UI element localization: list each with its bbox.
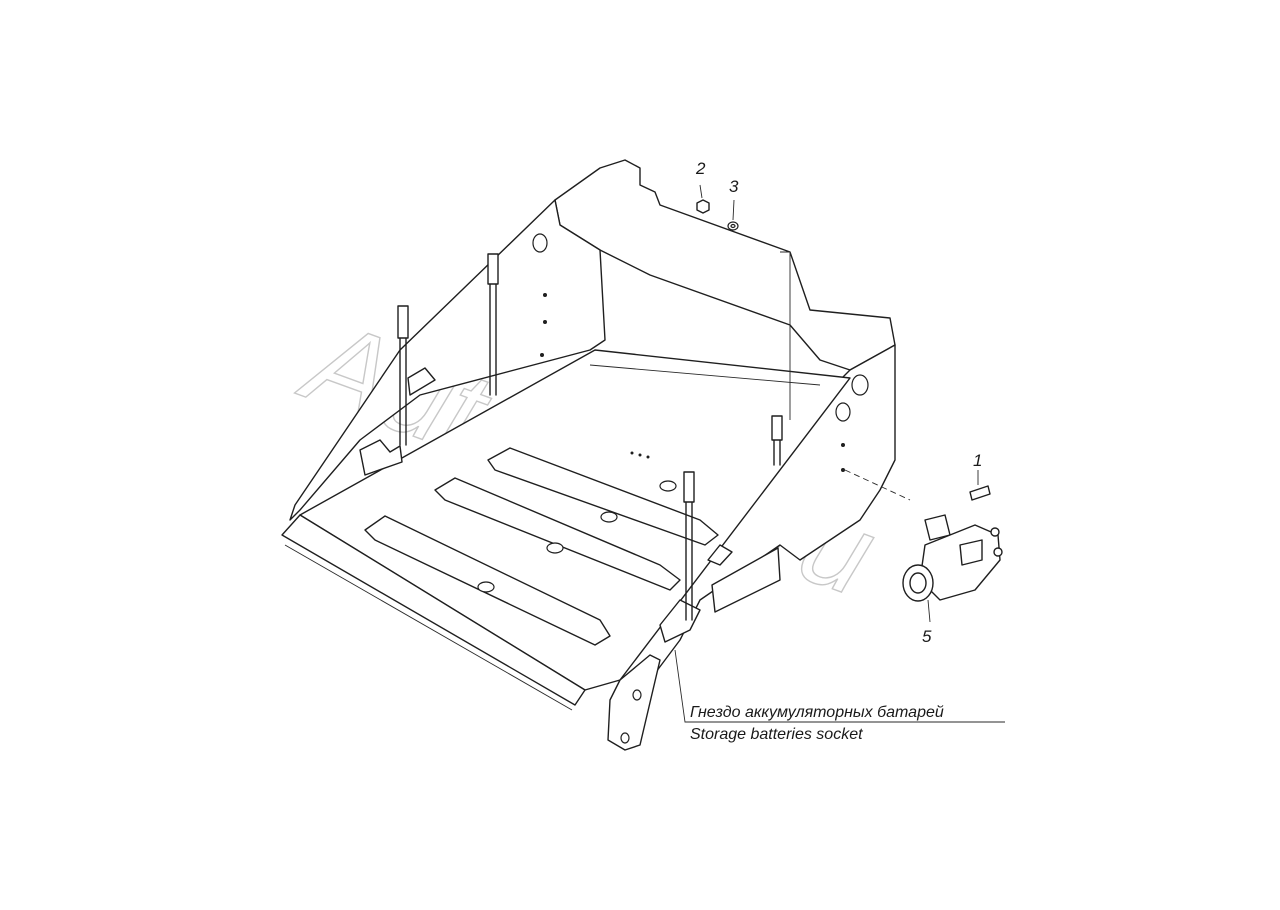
floor-hole	[659, 480, 677, 492]
front-lip-edge	[284, 544, 573, 711]
floor-recess-middle	[434, 477, 681, 591]
floor-recess-rear	[487, 447, 719, 546]
caption-english: Storage batteries socket	[690, 726, 863, 743]
rod-thread	[683, 471, 695, 503]
tray-back-ledge	[589, 364, 821, 386]
callout-leaders	[699, 184, 979, 485]
ground-switch	[844, 469, 1003, 623]
wall-pin-hole	[841, 443, 845, 447]
rod-thread	[397, 305, 409, 339]
wall-hole	[851, 374, 869, 396]
mounting-bracket	[607, 654, 661, 751]
floor-recess-front	[364, 515, 611, 646]
switch-axis	[844, 469, 911, 501]
fasteners	[696, 184, 991, 501]
nut	[696, 199, 710, 214]
switch-knob-cap	[909, 572, 927, 594]
rod-thread	[771, 415, 783, 441]
center-dot	[630, 451, 634, 455]
floor-hole	[477, 581, 495, 593]
bracket-hole	[620, 732, 630, 744]
washer-hole	[730, 223, 736, 229]
wall-clip-left-upper	[407, 367, 436, 396]
rod-thread	[487, 253, 499, 285]
wall-hole	[835, 402, 851, 422]
switch-terminal	[990, 527, 1000, 537]
bracket-hole	[632, 689, 642, 701]
wall-pin-hole	[540, 353, 544, 357]
switch-terminal	[993, 547, 1003, 557]
callout-5: 5	[922, 627, 932, 646]
center-dot	[638, 453, 642, 457]
battery-socket-frame	[281, 159, 896, 751]
center-dot	[646, 455, 650, 459]
wall-clip-right	[659, 599, 701, 643]
left-side-wall	[289, 199, 606, 521]
threaded-rods	[397, 251, 791, 621]
floor-hole	[600, 511, 618, 523]
caption-leader	[674, 649, 1005, 723]
right-wall-plate	[711, 547, 781, 613]
callout-3: 3	[729, 177, 739, 196]
front-lip	[281, 514, 586, 706]
caption-russian: Гнездо аккумуляторных батарей	[690, 704, 944, 721]
callout-2: 2	[695, 159, 706, 178]
wall-pin-hole	[841, 468, 845, 472]
callout-leader-5	[927, 599, 931, 623]
callout-1: 1	[973, 451, 982, 470]
bolt	[969, 485, 991, 501]
rear-wall	[554, 159, 896, 371]
wall-clip-left	[359, 439, 403, 476]
switch-terminal-block	[959, 539, 983, 566]
wall-pin-hole	[543, 293, 547, 297]
rod-leader	[780, 251, 791, 420]
wall-pin-hole	[543, 320, 547, 324]
floor-hole	[546, 542, 564, 554]
wall-clip-right-upper	[707, 544, 733, 566]
wall-hole	[532, 233, 548, 253]
